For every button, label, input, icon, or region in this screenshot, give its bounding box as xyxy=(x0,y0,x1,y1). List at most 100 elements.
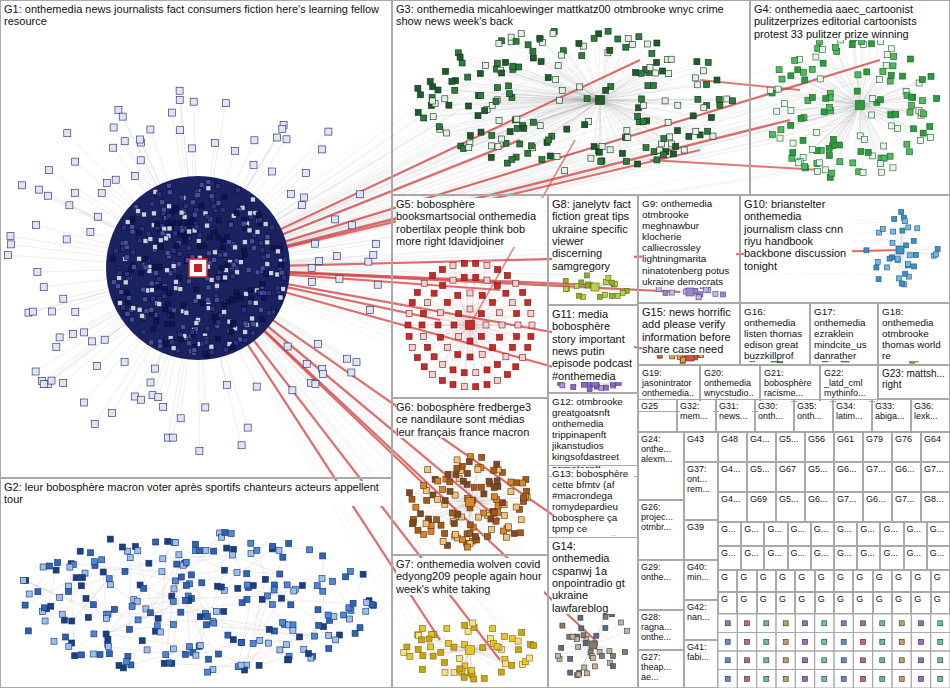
vertex xyxy=(104,180,111,187)
vertex xyxy=(170,321,175,326)
hub-vertex xyxy=(189,259,207,277)
vertex xyxy=(288,190,295,197)
edge-line xyxy=(262,599,299,637)
vertex xyxy=(246,267,251,272)
vertex xyxy=(222,100,229,107)
vertex xyxy=(301,194,308,201)
vertex xyxy=(109,409,116,416)
edge-line xyxy=(497,63,600,100)
vertex xyxy=(250,316,255,321)
vertex xyxy=(178,574,184,580)
vertex xyxy=(172,578,178,584)
vertex xyxy=(174,205,179,210)
vertex xyxy=(314,583,320,589)
vertex xyxy=(176,87,183,94)
vertex xyxy=(216,336,221,341)
vertex xyxy=(152,365,159,372)
edge-line xyxy=(44,608,93,654)
edge-line xyxy=(452,82,600,101)
edge-line xyxy=(600,100,638,164)
vertex xyxy=(200,301,205,306)
edge-line xyxy=(540,38,600,100)
vertex xyxy=(136,209,141,214)
edge-line xyxy=(579,44,600,101)
vertex xyxy=(221,245,226,250)
edge-line xyxy=(191,599,253,644)
vertex xyxy=(253,300,258,305)
vertex xyxy=(33,222,40,229)
edge-line xyxy=(470,325,498,381)
vertex xyxy=(275,249,280,254)
vertex xyxy=(307,547,313,553)
edge-line xyxy=(106,634,190,647)
vertex xyxy=(72,309,79,316)
edge-line xyxy=(803,105,860,158)
edge-line xyxy=(879,250,900,279)
edge-line xyxy=(106,615,213,624)
vertex xyxy=(257,218,262,223)
vertex xyxy=(303,169,310,176)
vertex xyxy=(130,225,135,230)
vertex xyxy=(47,563,53,569)
vertex xyxy=(59,611,65,617)
vertex xyxy=(279,595,285,601)
vertex xyxy=(269,602,275,608)
vertex xyxy=(186,245,191,250)
vertex xyxy=(229,329,234,334)
vertex xyxy=(8,241,15,248)
vertex xyxy=(316,257,323,264)
edge-line xyxy=(448,502,471,545)
vertex xyxy=(275,286,280,291)
vertex xyxy=(196,238,201,243)
edge-line xyxy=(470,502,516,507)
edge-line xyxy=(513,66,600,100)
edge-layer xyxy=(8,31,938,679)
vertex xyxy=(183,238,188,243)
vertex xyxy=(72,189,79,196)
vertex xyxy=(205,326,210,331)
vertex xyxy=(143,257,148,262)
vertex xyxy=(205,215,210,220)
edge-line xyxy=(498,100,600,147)
vertex xyxy=(277,647,283,653)
vertex xyxy=(253,383,260,390)
vertex xyxy=(127,296,132,301)
vertex xyxy=(66,202,73,209)
vertex xyxy=(143,297,148,302)
vertex xyxy=(172,269,177,274)
vertex xyxy=(142,212,147,217)
vertex xyxy=(298,202,305,209)
vertex xyxy=(250,161,257,168)
vertex xyxy=(63,634,69,640)
vertex xyxy=(49,308,56,315)
edge-line xyxy=(62,562,94,615)
edge-line xyxy=(600,100,708,131)
vertex xyxy=(72,158,79,165)
vertex xyxy=(265,262,270,267)
vertex xyxy=(192,348,197,353)
vertex xyxy=(151,296,156,301)
vertex xyxy=(242,252,247,257)
vertex xyxy=(158,238,163,243)
vertex xyxy=(238,442,245,449)
vertex xyxy=(160,403,167,410)
edge-line xyxy=(344,611,366,615)
vertex xyxy=(238,662,244,668)
vertex xyxy=(312,381,319,388)
vertex xyxy=(199,203,204,208)
vertex xyxy=(174,561,180,567)
vertex xyxy=(312,633,318,639)
vertex xyxy=(261,255,266,260)
edge-line xyxy=(462,63,600,100)
edge-line xyxy=(106,613,150,634)
vertex xyxy=(280,620,286,626)
edge-line xyxy=(600,37,639,100)
vertex xyxy=(206,297,211,302)
vertex xyxy=(165,322,170,327)
vertex xyxy=(197,614,203,620)
vertex xyxy=(125,290,130,295)
edge-line xyxy=(860,66,893,105)
vertex xyxy=(144,309,149,314)
vertex xyxy=(348,369,355,376)
vertex xyxy=(269,271,274,276)
